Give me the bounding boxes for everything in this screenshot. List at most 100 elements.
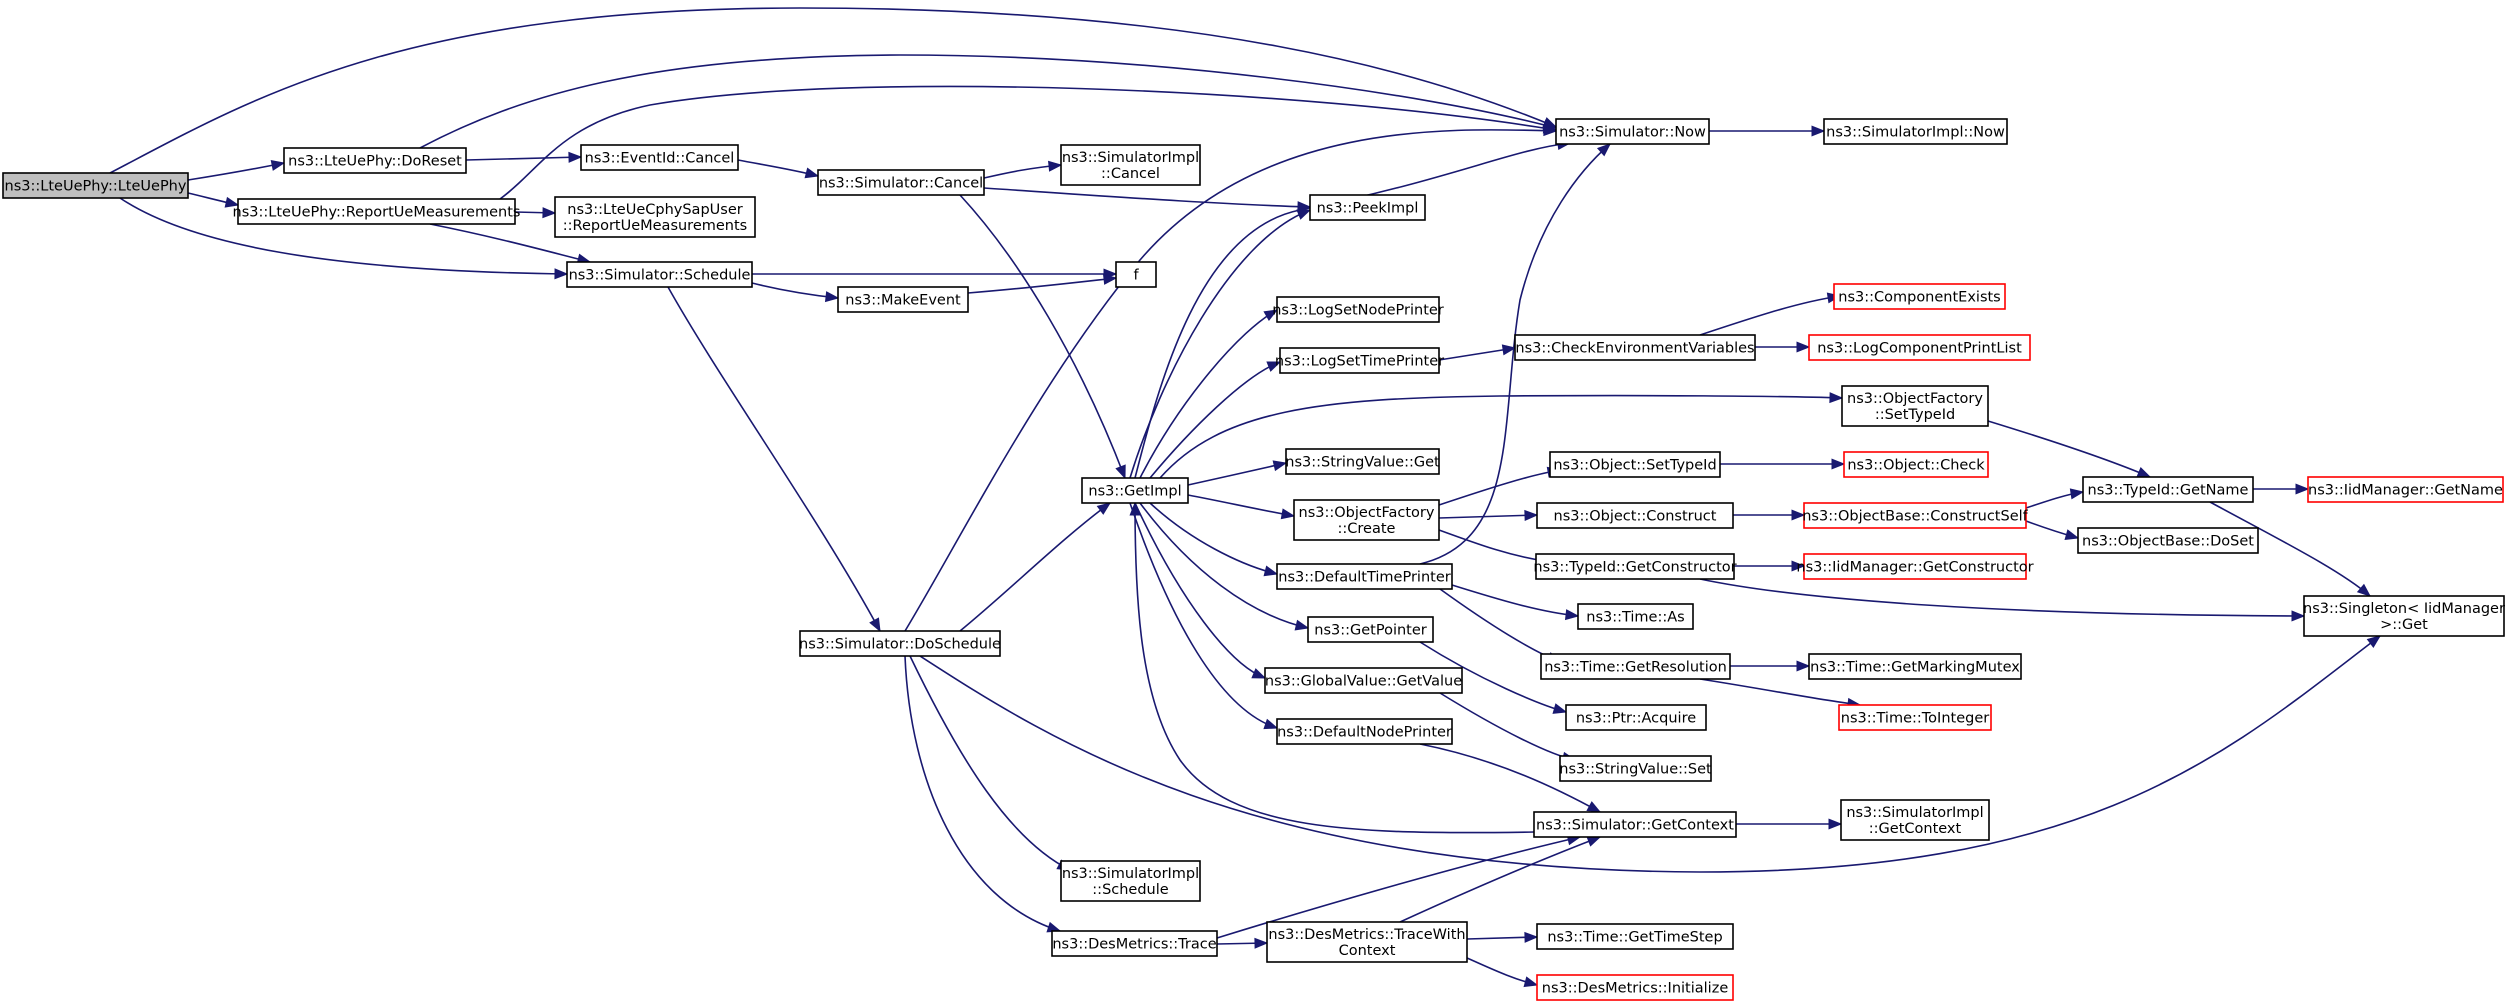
edge-line: [1399, 836, 1601, 923]
node-box: [817, 169, 985, 196]
node-f[interactable]: f: [1115, 261, 1157, 288]
node-simCancel[interactable]: ns3::Simulator::Cancel: [817, 169, 985, 196]
node-toInteger[interactable]: ns3::Time::ToInteger: [1838, 704, 1992, 731]
node-markingMutex[interactable]: ns3::Time::GetMarkingMutex: [1808, 653, 2022, 680]
node-label: >::Get: [2380, 617, 2428, 633]
edge-line: [1699, 678, 1861, 706]
node-box: [1309, 194, 1426, 221]
node-implSchedule[interactable]: ns3::SimulatorImpl::Schedule: [1060, 860, 1201, 902]
node-implNow[interactable]: ns3::SimulatorImpl::Now: [1823, 118, 2008, 145]
edge-getImpl-to-stringGet: [1187, 460, 1288, 486]
node-makeEvent[interactable]: ns3::MakeEvent: [837, 286, 969, 313]
arrowhead-icon: [2295, 483, 2310, 495]
node-objCheck[interactable]: ns3::Object::Check: [1843, 451, 1989, 478]
node-cphySap[interactable]: ns3::LteUeCphySapUser::ReportUeMeasureme…: [554, 196, 756, 238]
node-getImpl[interactable]: ns3::GetImpl: [1081, 477, 1189, 504]
node-typeGetName[interactable]: ns3::TypeId::GetName: [2082, 476, 2254, 503]
node-label: ::Create: [1338, 521, 1396, 537]
node-stringGet[interactable]: ns3::StringValue::Get: [1285, 448, 1440, 475]
node-desInit[interactable]: ns3::DesMetrics::Initialize: [1536, 974, 1734, 1001]
node-label: ns3::DefaultNodePrinter: [1277, 725, 1452, 741]
node-doSchedule[interactable]: ns3::Simulator::DoSchedule: [799, 630, 1001, 657]
node-getPointer[interactable]: ns3::GetPointer: [1307, 616, 1434, 643]
node-gvGetValue[interactable]: ns3::GlobalValue::GetValue: [1264, 667, 1463, 694]
node-checkEnv[interactable]: ns3::CheckEnvironmentVariables: [1514, 334, 1756, 361]
edge-desTraceWith-to-desInit: [1466, 957, 1539, 988]
edge-checkEnv-to-compExists: [1699, 292, 1842, 336]
node-constructSelf[interactable]: ns3::ObjectBase::ConstructSelf: [1802, 502, 2029, 529]
arrowhead-icon: [1254, 937, 1269, 949]
edge-makeEvent-to-f: [967, 273, 1118, 294]
node-iidGetName[interactable]: ns3::IidManager::GetName: [2307, 476, 2504, 503]
arrowhead-icon: [2291, 610, 2306, 622]
edge-getPointer-to-ptrAcquire: [1419, 641, 1568, 714]
node-singleton[interactable]: ns3::Singleton< IidManager >::Get: [2303, 595, 2505, 637]
arrowhead-icon: [1263, 309, 1279, 322]
node-ptrAcquire[interactable]: ns3::Ptr::Acquire: [1565, 704, 1707, 731]
node-logCompPrint[interactable]: ns3::LogComponentPrintList: [1808, 334, 2031, 361]
edge-getImpl-to-ofCreate: [1187, 494, 1296, 520]
node-label: ::Schedule: [1092, 882, 1168, 898]
node-eventCancel[interactable]: ns3::EventId::Cancel: [580, 144, 739, 171]
node-defaultTime[interactable]: ns3::DefaultTimePrinter: [1276, 563, 1453, 590]
node-getResolution[interactable]: ns3::Time::GetResolution: [1540, 653, 1731, 680]
node-desTrace[interactable]: ns3::DesMetrics::Trace: [1051, 930, 1218, 957]
node-objConstruct[interactable]: ns3::Object::Construct: [1536, 502, 1734, 529]
edge-line: [667, 286, 881, 632]
node-ofSetTypeId[interactable]: ns3::ObjectFactory::SetTypeId: [1841, 385, 1989, 427]
node-logSetTime[interactable]: ns3::LogSetTimePrinter: [1275, 347, 1444, 374]
node-stringSet[interactable]: ns3::StringValue::Set: [1559, 755, 1712, 782]
node-box: [2077, 527, 2259, 554]
node-getTimeStep[interactable]: ns3::Time::GetTimeStep: [1536, 923, 1734, 950]
edge-defaultTime-to-timeAs: [1451, 584, 1580, 621]
node-defaultNode[interactable]: ns3::DefaultNodePrinter: [1276, 718, 1453, 745]
node-compExists[interactable]: ns3::ComponentExists: [1833, 283, 2006, 310]
node-label: ns3::ComponentExists: [1838, 290, 2001, 306]
node-box: [1060, 860, 1201, 902]
arrowhead-icon: [1543, 125, 1558, 137]
node-doReset[interactable]: ns3::LteUePhy::DoReset: [283, 147, 467, 174]
node-ofCreate[interactable]: ns3::ObjectFactory::Create: [1293, 499, 1440, 541]
node-box: [1060, 144, 1201, 186]
arrowhead-icon: [270, 160, 286, 171]
edge-line: [1419, 743, 1601, 813]
node-getConstructor[interactable]: ns3::TypeId::GetConstructor: [1533, 553, 1737, 580]
node-getContext[interactable]: ns3::Simulator::GetContext: [1533, 811, 1737, 838]
node-peekImpl[interactable]: ns3::PeekImpl: [1309, 194, 1426, 221]
node-logSetNode[interactable]: ns3::LogSetNodePrinter: [1272, 296, 1444, 323]
node-label: ns3::Simulator::DoSchedule: [799, 637, 1001, 653]
node-implCancel[interactable]: ns3::SimulatorImpl::Cancel: [1060, 144, 1201, 186]
node-label: ns3::Singleton< IidManager: [2303, 601, 2505, 617]
arrowhead-icon: [1831, 458, 1846, 470]
node-implGetContext[interactable]: ns3::SimulatorImpl::GetContext: [1840, 799, 1990, 841]
edge-getResolution-to-markingMutex: [1730, 660, 1811, 672]
node-box: [1577, 603, 1694, 630]
node-reportUe[interactable]: ns3::LteUePhy::ReportUeMeasurements: [233, 198, 521, 225]
node-label: Context: [1339, 943, 1396, 959]
edge-ofCreate-to-objConstruct: [1438, 509, 1539, 521]
node-schedule[interactable]: ns3::Simulator::Schedule: [566, 261, 753, 288]
node-iidGetCons[interactable]: ns3::IidManager::GetConstructor: [1796, 553, 2034, 580]
edge-schedule-to-makeEvent: [751, 282, 840, 303]
edge-getImpl-to-getPointer: [1139, 502, 1310, 631]
call-edges: [109, 7, 2382, 988]
edge-line: [1438, 529, 1551, 563]
edge-objSetTypeId-to-objCheck: [1720, 458, 1846, 470]
node-doSet[interactable]: ns3::ObjectBase::DoSet: [2077, 527, 2259, 554]
node-timeAs[interactable]: ns3::Time::As: [1577, 603, 1694, 630]
edge-line: [1699, 295, 1841, 336]
node-objSetTypeId[interactable]: ns3::Object::SetTypeId: [1549, 451, 1721, 478]
node-label: ns3::TypeId::GetName: [2088, 483, 2249, 499]
node-box: [1555, 118, 1710, 145]
edge-simCancel-to-peekImpl: [983, 187, 1312, 213]
edge-doSchedule-to-getImpl: [959, 502, 1112, 632]
node-root[interactable]: ns3::LteUePhy::LteUePhy: [2, 172, 189, 199]
node-label: ns3::Object::SetTypeId: [1553, 458, 1716, 474]
edge-doSchedule-to-desTrace: [904, 655, 1062, 933]
node-simNow[interactable]: ns3::Simulator::Now: [1555, 118, 1710, 145]
node-label: f: [1133, 268, 1139, 284]
arrowhead-icon: [224, 196, 240, 208]
node-box: [1051, 930, 1218, 957]
edge-desTraceWith-to-getContext: [1399, 836, 1602, 923]
